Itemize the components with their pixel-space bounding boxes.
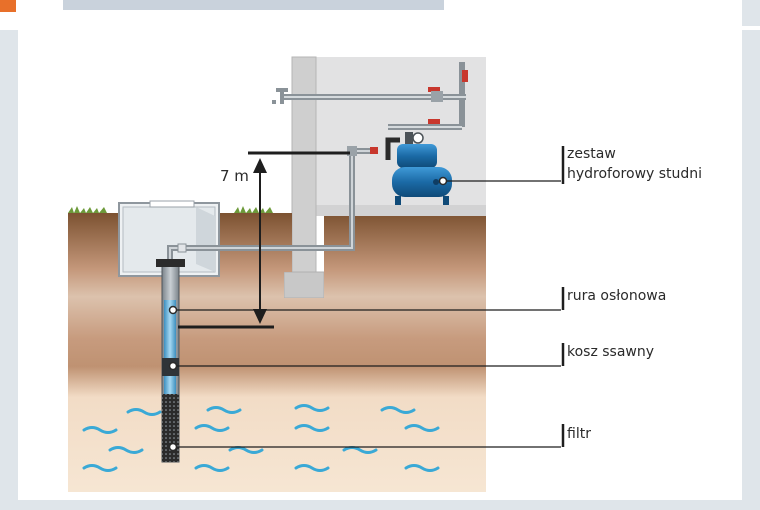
valve-red-3 [462,70,468,82]
valve-red-4 [428,119,440,124]
valve-red-1 [370,147,378,154]
pump-set [385,132,452,205]
casing-pipe-label: rura osłonowa [567,288,667,304]
casing-head [156,259,185,267]
column-footing [283,271,325,299]
accent-tab [0,0,16,12]
height-dimension [178,151,350,329]
callout-dots [168,176,448,452]
water-waves [82,404,440,472]
valve-red-2 [428,87,440,92]
callout-lines [173,180,561,448]
frame-left [0,30,18,510]
frame-right [742,30,760,510]
basement-floor [315,205,486,216]
filter-section [162,394,179,462]
pump-set-label-line2: hydroforowy studni [567,166,703,182]
frame-edge [742,0,760,26]
chamber-lid [149,200,195,208]
pump-set-label-line1: zestaw [567,146,616,162]
tap-icon [272,88,288,104]
filter-label: filtr [567,426,591,442]
grass [68,206,273,213]
title-bar [63,0,444,10]
height-label: 7 m [220,167,249,185]
frame-bottom [0,500,760,510]
suction-basket-label: kosz ssawny [567,344,655,360]
building-column [291,56,317,288]
